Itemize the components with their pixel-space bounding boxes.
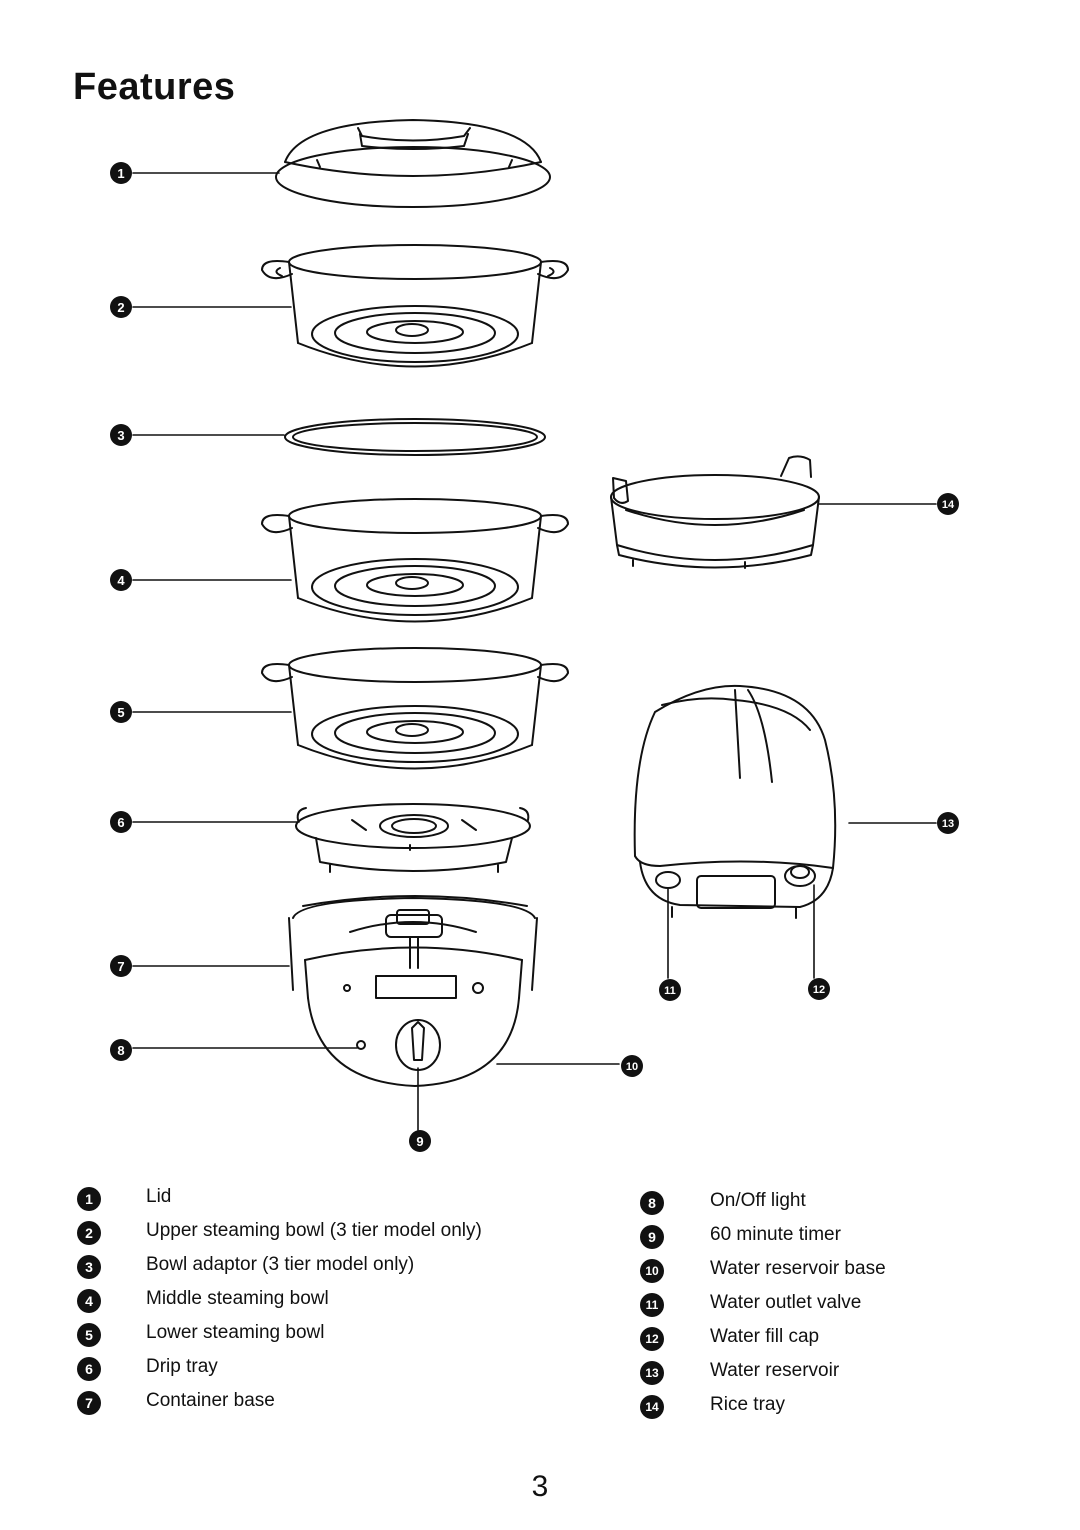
- legend-number: 10: [640, 1259, 664, 1283]
- legend-label: Water reservoir: [710, 1360, 840, 1381]
- legend-number: 3: [77, 1255, 101, 1279]
- svg-text:8: 8: [117, 1043, 124, 1058]
- callout-3: 3: [110, 424, 132, 446]
- legend-number: 8: [640, 1191, 664, 1215]
- lid-drawing: [275, 119, 551, 208]
- legend-label: On/Off light: [710, 1190, 806, 1211]
- page-number: 3: [531, 1470, 549, 1503]
- callout-7: 7: [110, 955, 132, 977]
- callout-13: 13: [937, 812, 959, 834]
- rice-tray-drawing: [610, 455, 820, 569]
- svg-text:11: 11: [664, 985, 676, 997]
- lower-bowl-drawing: [261, 647, 569, 770]
- callout-4: 4: [110, 569, 132, 591]
- callout-badges: 1 2 3 4 5 6 7 8 9 10 11 12 13 14: [110, 162, 959, 1152]
- legend-label: 60 minute timer: [710, 1224, 841, 1245]
- legend-label: Middle steaming bowl: [146, 1288, 329, 1309]
- callout-11: 11: [659, 979, 681, 1001]
- container-base-drawing: [288, 895, 538, 1087]
- svg-text:4: 4: [117, 573, 125, 588]
- legend-label: Water reservoir base: [710, 1258, 886, 1279]
- legend-label: Container base: [146, 1390, 275, 1411]
- drip-tray-drawing: [295, 803, 531, 873]
- legend-number: 6: [77, 1357, 101, 1381]
- legend-label: Water outlet valve: [710, 1292, 862, 1313]
- legend-label: Water fill cap: [710, 1326, 820, 1347]
- svg-text:10: 10: [626, 1061, 638, 1073]
- callout-5: 5: [110, 701, 132, 723]
- callout-12: 12: [808, 978, 830, 1000]
- legend-number: 9: [640, 1225, 664, 1249]
- svg-text:3: 3: [117, 428, 124, 443]
- legend-number: 2: [77, 1221, 101, 1245]
- svg-text:1: 1: [117, 166, 124, 181]
- svg-text:14: 14: [942, 499, 955, 511]
- svg-text:9: 9: [416, 1134, 423, 1149]
- callout-10: 10: [621, 1055, 643, 1077]
- legend-number: 1: [77, 1187, 101, 1211]
- upper-bowl-drawing: [261, 244, 569, 368]
- legend-label: Rice tray: [710, 1394, 785, 1415]
- legend-number: 4: [77, 1289, 101, 1313]
- bowl-adaptor-drawing: [284, 418, 546, 456]
- svg-text:12: 12: [813, 984, 825, 996]
- callout-2: 2: [110, 296, 132, 318]
- legend-number: 13: [640, 1361, 664, 1385]
- legend-label: Lower steaming bowl: [146, 1322, 325, 1343]
- callout-1: 1: [110, 162, 132, 184]
- legend-label: Bowl adaptor (3 tier model only): [146, 1254, 415, 1275]
- legend-number: 5: [77, 1323, 101, 1347]
- steamer-exploded-diagram: 1 2 3 4 5 6 7 8 9 10 11 12 13 14: [110, 119, 959, 1152]
- legend-left: 1 Lid 2 Upper steaming bowl (3 tier model …: [77, 1186, 557, 1427]
- legend-number: 14: [640, 1395, 664, 1419]
- callout-8: 8: [110, 1039, 132, 1061]
- svg-text:5: 5: [117, 705, 124, 720]
- legend-number: 12: [640, 1327, 664, 1351]
- callout-9: 9: [409, 1130, 431, 1152]
- legend-number: 7: [77, 1391, 101, 1415]
- svg-text:2: 2: [117, 300, 124, 315]
- legend-number: 11: [640, 1293, 664, 1317]
- page-title: Features: [73, 66, 236, 108]
- callout-6: 6: [110, 811, 132, 833]
- water-reservoir-drawing: [633, 684, 837, 919]
- legend-label: Lid: [146, 1186, 172, 1207]
- legend-label: Upper steaming bowl (3 tier model only): [146, 1220, 482, 1241]
- svg-text:13: 13: [942, 818, 954, 830]
- leader-lines: [132, 172, 937, 1131]
- callout-14: 14: [937, 493, 959, 515]
- legend-label: Drip tray: [146, 1356, 218, 1377]
- svg-text:7: 7: [117, 959, 124, 974]
- svg-text:6: 6: [117, 815, 124, 830]
- middle-bowl-drawing: [261, 498, 569, 623]
